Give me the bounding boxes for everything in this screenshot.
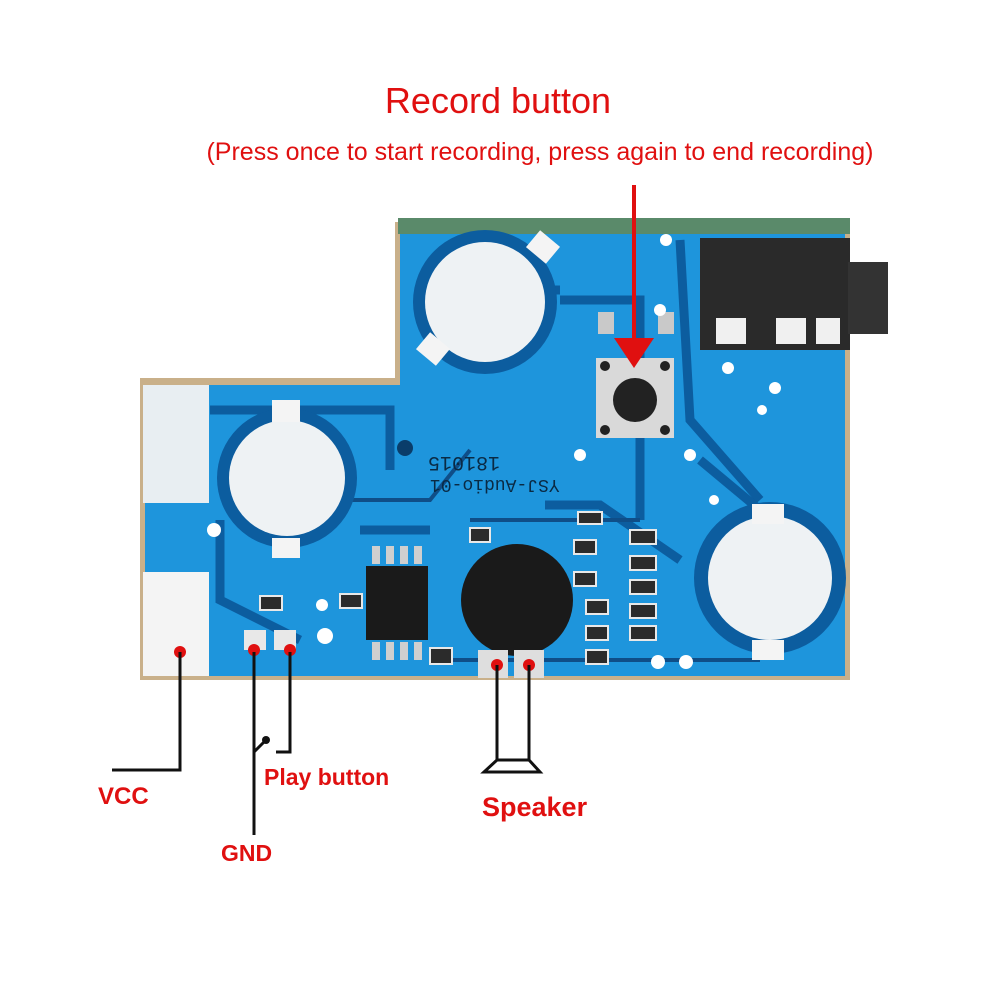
vcc-pad	[143, 572, 209, 676]
wiring	[112, 652, 531, 835]
pcb-top-strip	[398, 218, 850, 234]
cob-chip	[461, 544, 573, 656]
speaker-symbol	[480, 758, 544, 774]
audio-jack	[700, 238, 888, 350]
ic-chip	[366, 546, 428, 660]
record-subtitle: (Press once to start recording, press ag…	[206, 138, 874, 166]
smd-components	[259, 511, 657, 665]
speaker-label: Speaker	[482, 792, 588, 822]
board-code-text: 181015	[428, 450, 501, 473]
vcc-label: VCC	[98, 783, 149, 810]
record-switch	[596, 312, 674, 438]
battery-contact-left	[217, 400, 357, 558]
gnd-label: GND	[221, 840, 273, 866]
battery-contact-top	[413, 230, 561, 374]
battery-contact-right	[694, 502, 846, 660]
pcb-vias	[207, 234, 781, 669]
board-model-text: YSJ-Audio-01	[430, 474, 560, 494]
record-title: Record button	[384, 80, 612, 121]
pcb-board	[145, 232, 845, 676]
play-button-label: Play button	[264, 764, 390, 790]
record-arrow-head	[614, 338, 654, 368]
vcc-pad-upper	[143, 385, 209, 503]
